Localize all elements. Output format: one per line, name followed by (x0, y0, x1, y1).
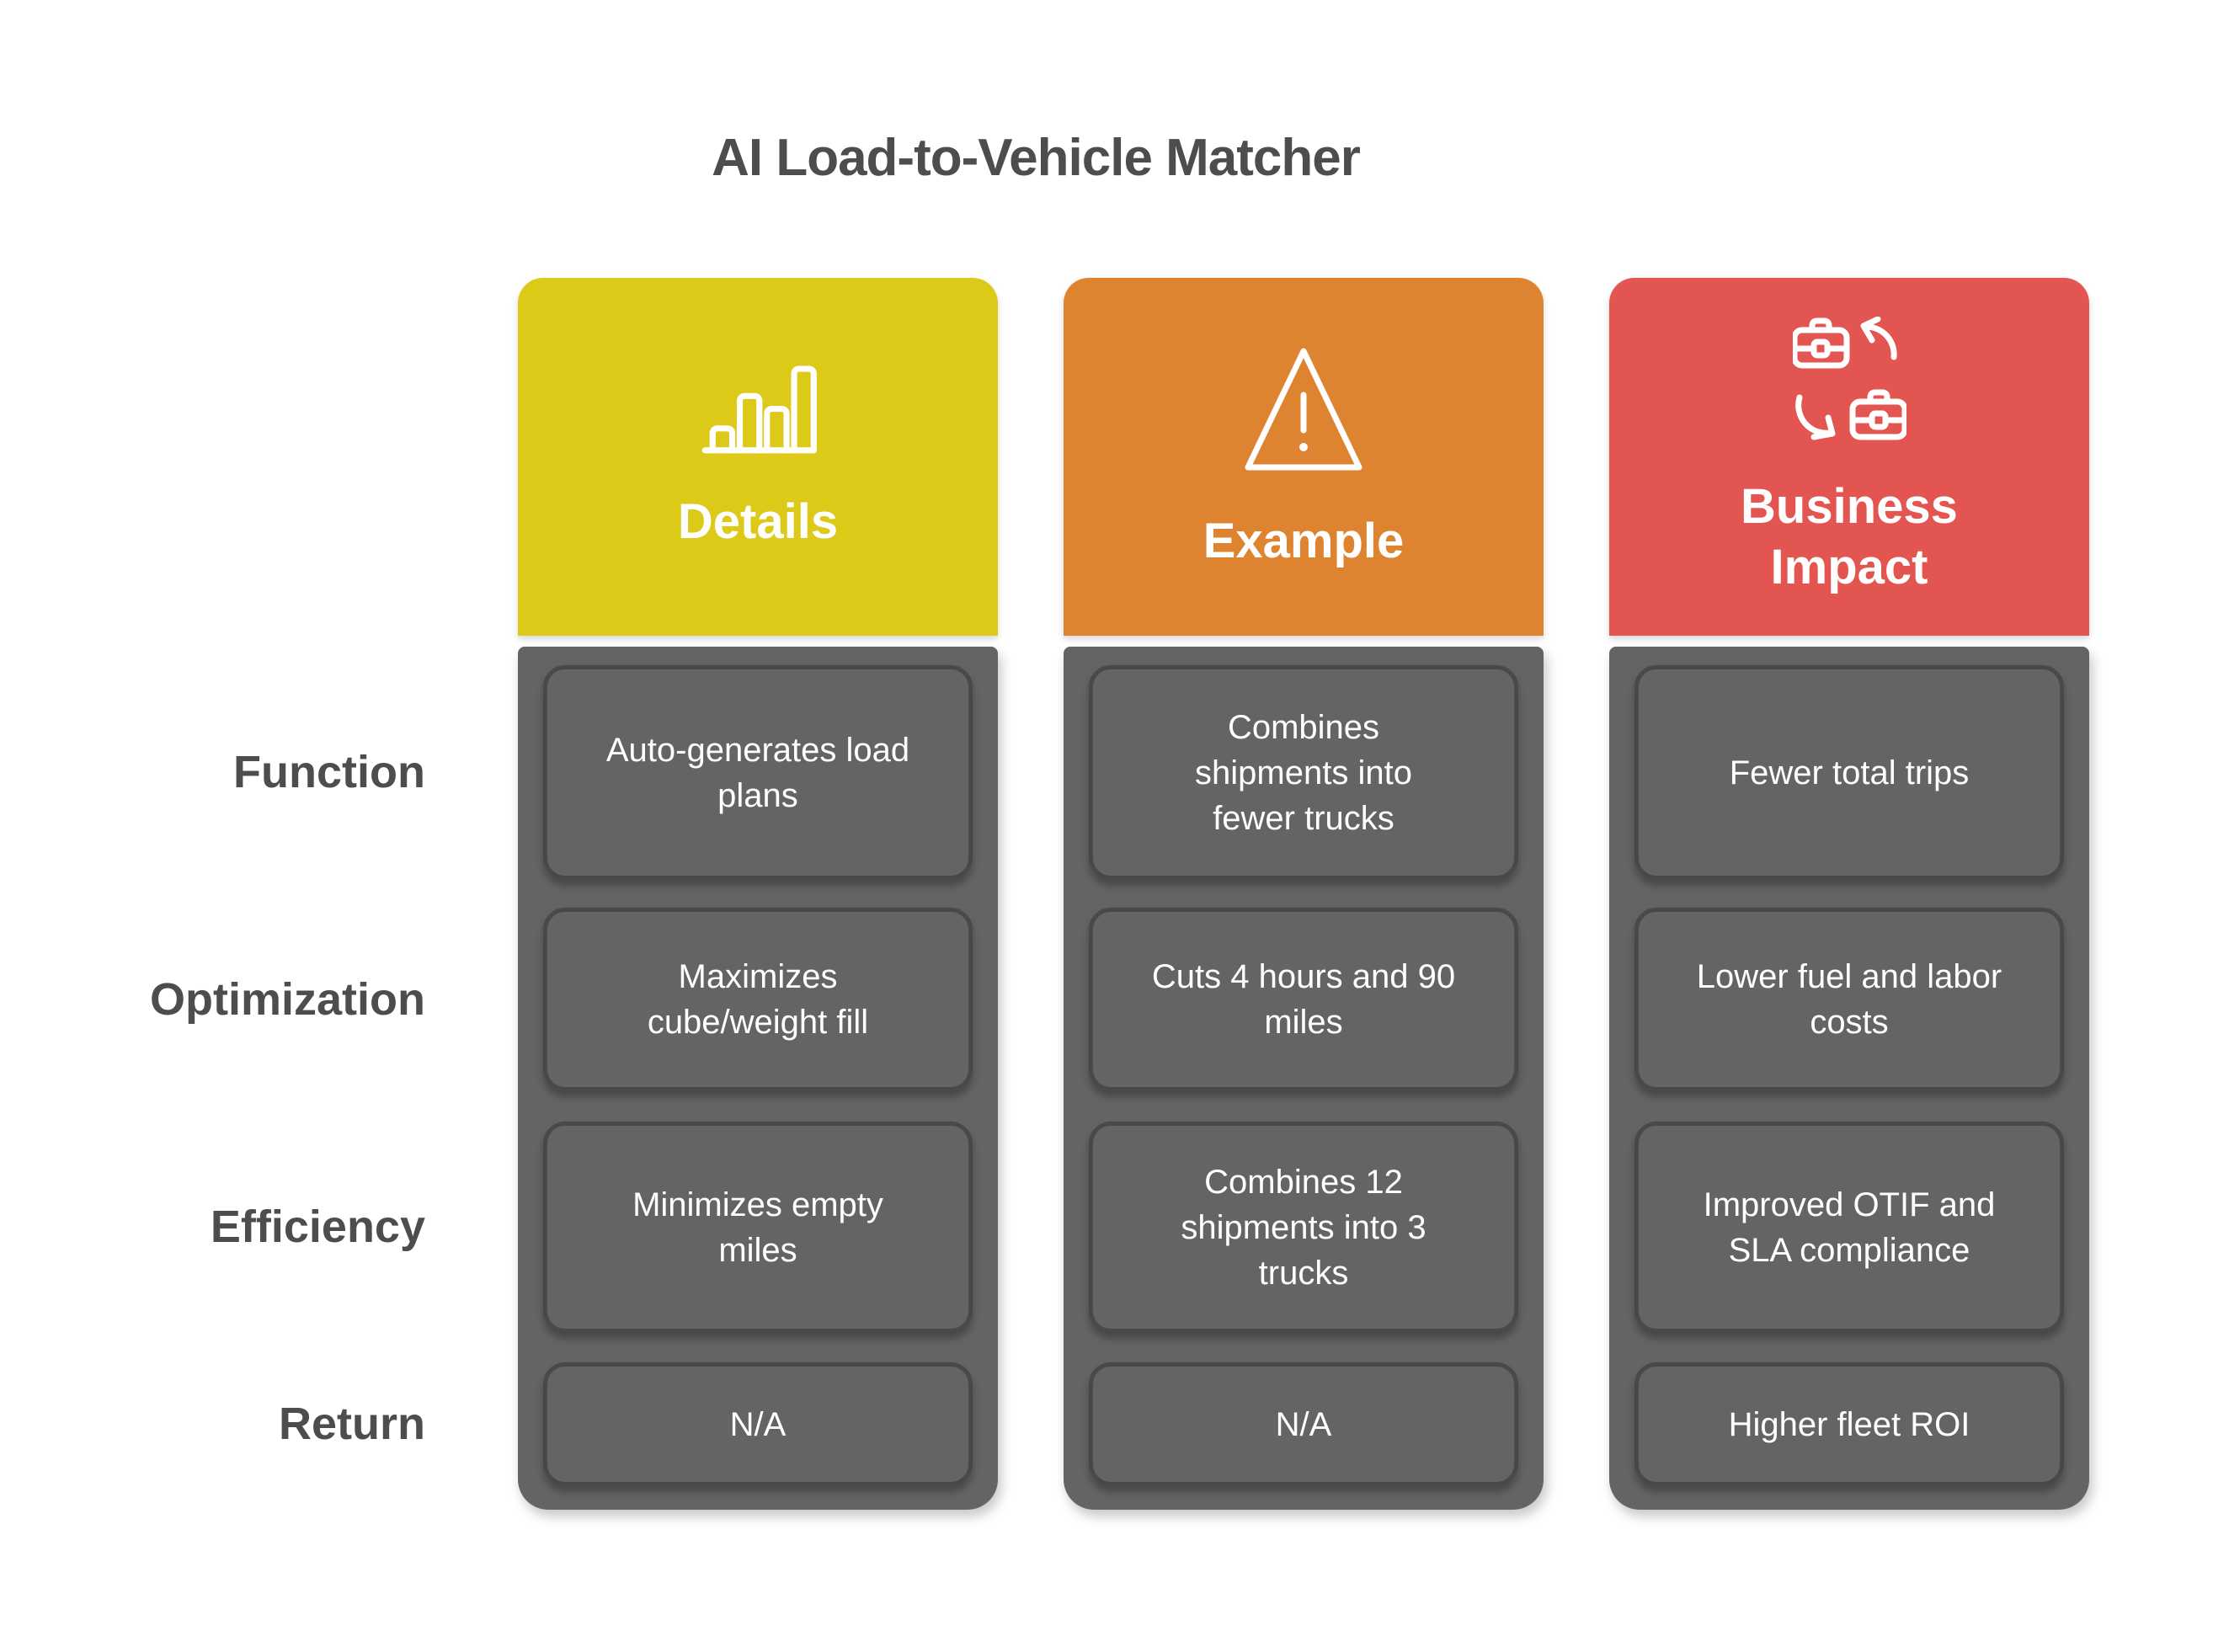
cell-optimization-example: Cuts 4 hours and 90 miles (1089, 908, 1518, 1091)
column-body-example: Combines shipments into fewer trucks Cut… (1064, 647, 1544, 1510)
column-title-details: Details (677, 493, 839, 549)
cell-optimization-business-impact: Lower fuel and labor costs (1634, 908, 2064, 1091)
cell-efficiency-business-impact: Improved OTIF and SLA compliance (1634, 1122, 2064, 1333)
cell-efficiency-details: Minimizes empty miles (543, 1122, 973, 1333)
column-title-business-impact: Business Impact (1741, 478, 1958, 594)
briefcase-exchange-icon (1792, 316, 1906, 441)
column-body-details: Auto-generates load plans Maximizes cube… (518, 647, 998, 1510)
cell-optimization-details: Maximizes cube/weight fill (543, 908, 973, 1091)
column-header-details: Details (518, 278, 998, 636)
cell-return-example: N/A (1089, 1362, 1518, 1486)
row-label-optimization: Optimization (150, 974, 425, 1025)
row-label-return: Return (279, 1399, 425, 1449)
column-title-example: Example (1202, 513, 1405, 568)
warning-triangle-icon (1240, 343, 1367, 476)
cell-function-business-impact: Fewer total trips (1634, 665, 2064, 880)
row-label-efficiency: Efficiency (210, 1202, 425, 1252)
column-example: Example Combines shipments into fewer tr… (1064, 278, 1544, 1510)
row-label-function: Function (233, 747, 425, 797)
cell-return-details: N/A (543, 1362, 973, 1486)
column-header-business-impact: Business Impact (1609, 278, 2089, 636)
cell-function-details: Auto-generates load plans (543, 665, 973, 880)
cell-efficiency-example: Combines 12 shipments into 3 trucks (1089, 1122, 1518, 1333)
cell-function-example: Combines shipments into fewer trucks (1089, 665, 1518, 880)
column-details: Details Auto-generates load plans Maximi… (518, 278, 998, 1510)
column-business-impact: Business Impact Fewer total trips Lower … (1609, 278, 2089, 1510)
cell-return-business-impact: Higher fleet ROI (1634, 1362, 2064, 1486)
column-header-example: Example (1064, 278, 1544, 636)
bar-chart-icon (695, 362, 821, 456)
page-title: AI Load-to-Vehicle Matcher (712, 129, 1361, 187)
column-body-business-impact: Fewer total trips Lower fuel and labor c… (1609, 647, 2089, 1510)
